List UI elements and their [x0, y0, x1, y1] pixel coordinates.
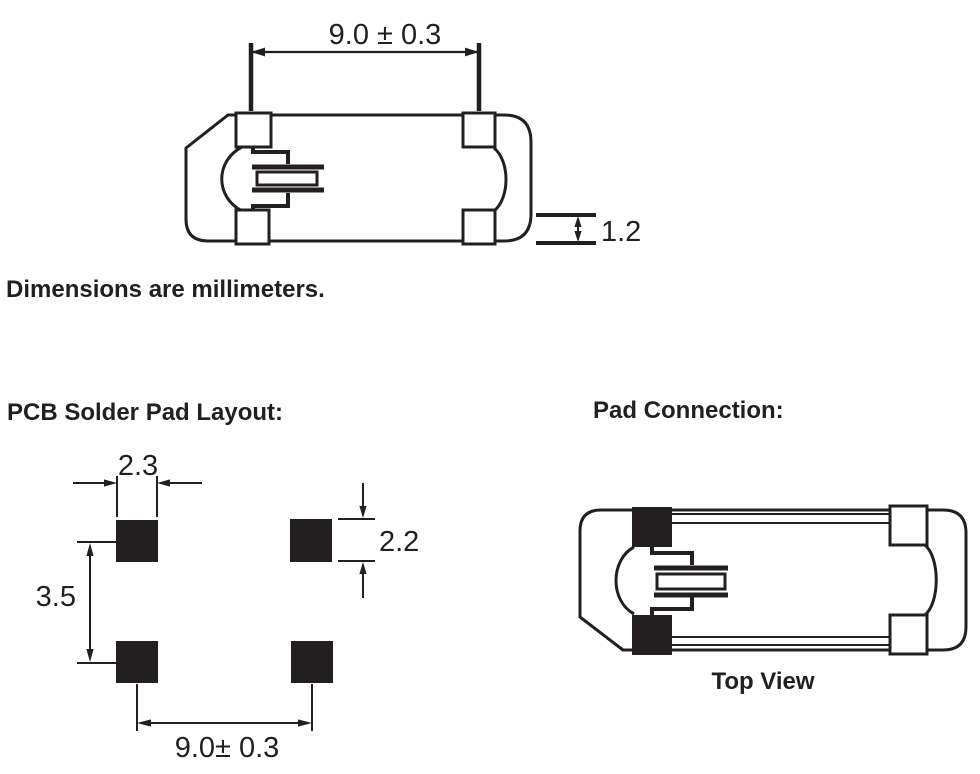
- crystal-element: [255, 170, 319, 187]
- width-dimension-label: 9.0 ± 0.3: [329, 19, 442, 51]
- pad-height-dimension: 1.2: [536, 213, 641, 248]
- unconnected-pad-top-right: [888, 504, 929, 547]
- row-pitch-dimension: 3.5: [36, 541, 116, 664]
- pcb-pad-bottom-left: [116, 641, 158, 683]
- arrowhead-right-in: [104, 479, 117, 487]
- cylinder-left-end-arc: [220, 145, 243, 213]
- arrowhead-left: [251, 47, 265, 57]
- crystal-element: [655, 572, 727, 591]
- arrowhead-down-in: [359, 506, 367, 518]
- front-view-drawing: 9.0 ± 0.3 1.2: [184, 19, 641, 248]
- pcb-pad-layout-drawing: 2.3 2.2 3.5 9.0± 0.3: [36, 450, 420, 764]
- pcb-layout-heading: PCB Solder Pad Layout:: [7, 399, 283, 426]
- column-pitch-label: 9.0± 0.3: [175, 732, 280, 764]
- solder-pad-top-right: [461, 111, 497, 149]
- pad-height-label: 2.2: [379, 526, 419, 558]
- pcb-pad-bottom-right: [291, 641, 333, 683]
- row-pitch-label: 3.5: [36, 581, 76, 613]
- pad-connection-heading: Pad Connection:: [593, 397, 784, 424]
- solder-pad-top-left: [234, 111, 273, 149]
- top-view-caption: Top View: [711, 668, 814, 695]
- arrowhead-right: [298, 719, 312, 727]
- cylinder-right-end-arc: [492, 146, 508, 213]
- arrowhead-down: [86, 649, 94, 662]
- cylinder-right-end-arc: [923, 543, 938, 617]
- arrowhead-left-in: [157, 479, 170, 487]
- solder-pad-bottom-left: [234, 208, 271, 246]
- lead-zigzag-bottom: [650, 597, 694, 615]
- cylinder-left-end-arc: [614, 545, 635, 616]
- pad-height-dimension-label: 1.2: [601, 216, 641, 248]
- solder-pad-bottom-right: [461, 208, 497, 246]
- pcb-pad-top-right: [290, 519, 332, 562]
- width-dimension: 9.0 ± 0.3: [248, 19, 482, 111]
- column-pitch-dimension: 9.0± 0.3: [136, 684, 313, 764]
- arrowhead-up: [86, 543, 94, 556]
- lead-zigzag-top: [650, 547, 694, 565]
- lead-zigzag-top: [251, 147, 290, 164]
- connected-pad-top-left: [632, 507, 672, 547]
- pad-width-label: 2.3: [118, 450, 158, 482]
- package-outline: [578, 508, 968, 652]
- unconnected-pad-bottom-right: [888, 613, 929, 656]
- arrowhead-up-in: [359, 562, 367, 574]
- arrowhead-left: [137, 719, 151, 727]
- top-view-drawing: Top View: [578, 504, 968, 695]
- arrowhead-down: [574, 231, 582, 242]
- arrowhead-up: [574, 216, 582, 227]
- pad-width-dimension: 2.3: [73, 450, 202, 517]
- pcb-pad-top-left: [116, 520, 158, 562]
- arrowhead-right: [465, 47, 479, 57]
- pad-height-dimension: 2.2: [338, 483, 419, 598]
- connected-pad-bottom-left: [632, 615, 672, 655]
- units-note: Dimensions are millimeters.: [6, 276, 325, 303]
